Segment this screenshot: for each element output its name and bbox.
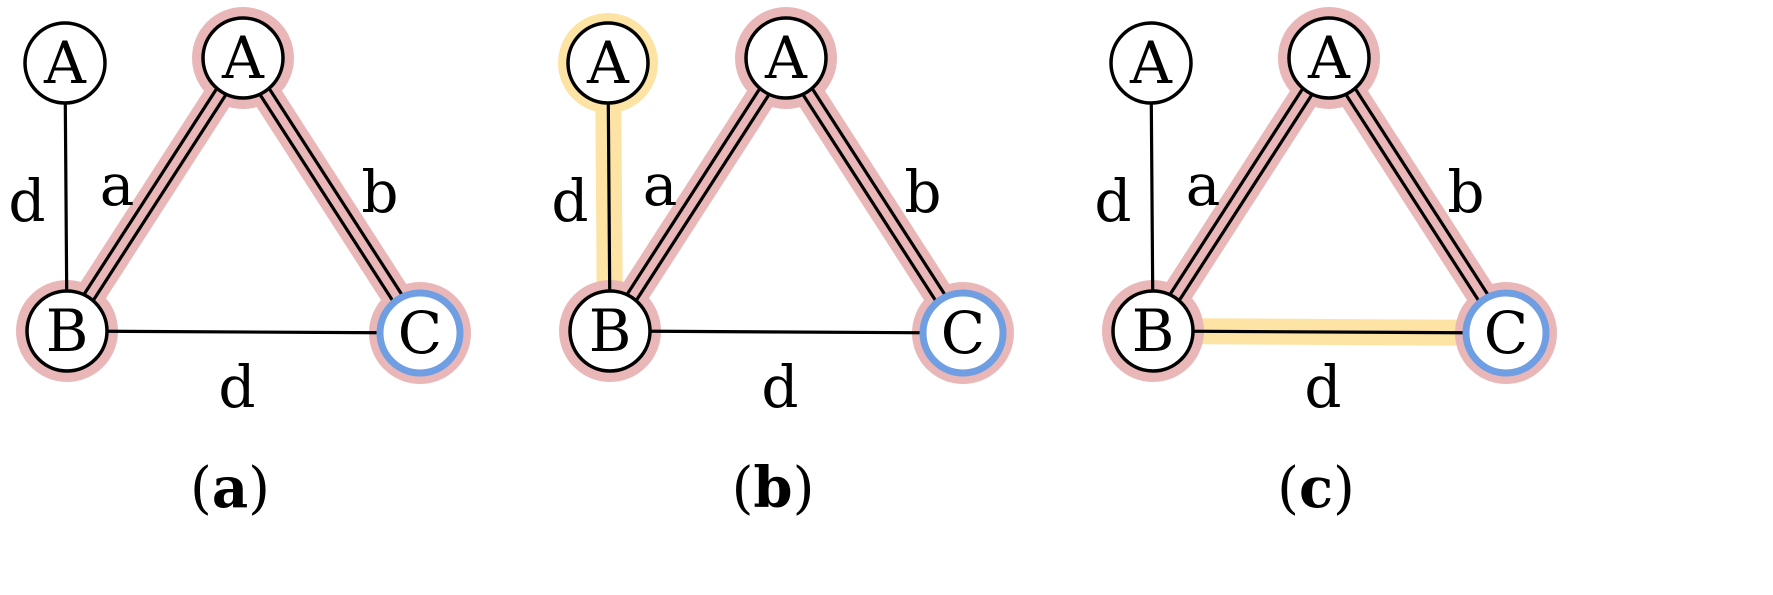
node-bottom-right-circle — [1462, 289, 1550, 377]
node-bottom-left-label: B — [589, 297, 632, 365]
edge-left-line — [63, 62, 69, 332]
edge-label-bottom: d — [761, 353, 798, 421]
caption-close-paren: ) — [248, 456, 270, 521]
edge-diag-left-line — [70, 60, 249, 335]
caption-open-paren: ( — [1277, 456, 1299, 521]
edge-label-diag-right: b — [904, 158, 941, 226]
path-edge-highlight — [595, 43, 801, 346]
node-bottom-right-label: C — [398, 299, 442, 367]
node-bottom-left-circle — [1111, 289, 1195, 373]
edge-diag-left-line — [1156, 60, 1335, 335]
caption-open-paren: ( — [732, 456, 754, 521]
node-top-left-label: A — [1129, 29, 1173, 97]
node-bottom-right-label: C — [1484, 299, 1528, 367]
node-top-left-label: A — [43, 29, 87, 97]
caption-letter: b — [753, 455, 792, 521]
edge-label-diag-right: b — [1447, 158, 1484, 226]
edge-label-left: d — [551, 167, 588, 235]
node-top-circle — [1287, 16, 1371, 100]
node-bottom-right-circle — [919, 289, 1007, 377]
node-top-left-circle — [1109, 21, 1193, 105]
node-top-left-label: A — [586, 29, 630, 97]
edge-left-line — [1149, 62, 1155, 332]
node-top-label: A — [1307, 24, 1351, 92]
edge-diag-right-line — [1323, 60, 1503, 337]
node-bottom-left-label: B — [46, 297, 89, 365]
path-edge-highlight — [1314, 43, 1521, 348]
edge-diag-left-line — [613, 60, 792, 335]
edge-left-line — [606, 62, 612, 332]
edge-bottom-line — [1152, 329, 1507, 335]
edge-bottom-line — [66, 329, 421, 335]
edge-diag-right-line — [1332, 54, 1512, 331]
node-top-label: A — [764, 24, 808, 92]
path-edge-highlight — [228, 43, 435, 348]
node-top-circle — [744, 16, 828, 100]
panel-caption: (c) — [1277, 455, 1355, 521]
edge-bottom-line — [609, 329, 964, 335]
node-bottom-left-label: B — [1132, 297, 1175, 365]
edge-diag-right-line — [780, 60, 960, 337]
node-top-circle — [201, 16, 285, 100]
edge-diag-left-line — [61, 54, 240, 329]
caption-close-paren: ) — [1333, 456, 1355, 521]
caption-open-paren: ( — [190, 456, 212, 521]
node-bottom-left-circle — [25, 289, 109, 373]
node-bottom-right-label: C — [941, 299, 985, 367]
node-top-left-circle — [566, 21, 650, 105]
caption-letter: a — [212, 455, 248, 521]
edge-diag-right-line — [237, 60, 417, 337]
edge-label-bottom: d — [218, 353, 255, 421]
node-top-label: A — [221, 24, 265, 92]
path-edge-highlight — [771, 43, 978, 348]
edge-diag-left-line — [1147, 54, 1326, 329]
node-bottom-right-circle — [376, 289, 464, 377]
edge-label-bottom: d — [1304, 353, 1341, 421]
edge-label-diag-left: a — [100, 151, 135, 219]
node-bottom-left-circle — [568, 289, 652, 373]
caption-close-paren: ) — [793, 456, 815, 521]
edge-label-left: d — [1094, 167, 1131, 235]
path-edge-highlight — [1138, 43, 1344, 346]
edge-label-diag-right: b — [361, 158, 398, 226]
node-top-left-circle — [23, 21, 107, 105]
edge-label-diag-left: a — [643, 151, 678, 219]
path-edge-highlight — [52, 43, 258, 346]
edge-diag-left-line — [604, 54, 783, 329]
edge-label-left: d — [8, 167, 45, 235]
edge-diag-right-line — [246, 54, 426, 331]
panel-caption: (b) — [732, 455, 815, 521]
panel-caption: (a) — [190, 455, 270, 521]
edge-label-diag-left: a — [1186, 151, 1221, 219]
caption-letter: c — [1299, 455, 1333, 521]
edge-diag-right-line — [789, 54, 969, 331]
